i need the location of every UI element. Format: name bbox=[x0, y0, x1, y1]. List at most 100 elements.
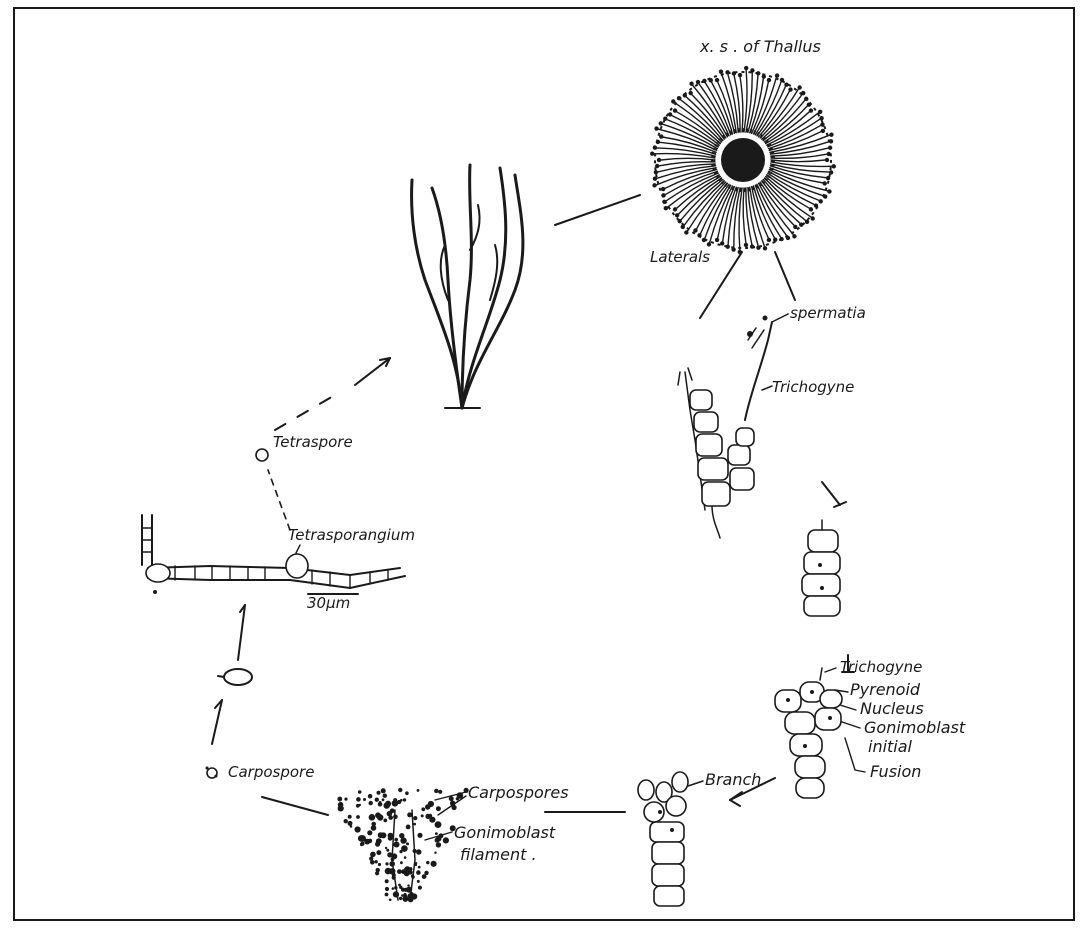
filament-tip bbox=[820, 122, 824, 126]
carpospore-dot bbox=[413, 816, 417, 820]
carpospore-dot bbox=[371, 822, 376, 827]
lateral-filament bbox=[769, 171, 824, 195]
filament-tip bbox=[677, 219, 681, 223]
filament-tip bbox=[750, 244, 754, 248]
filament-tip bbox=[797, 85, 801, 89]
filament-tip bbox=[715, 238, 719, 242]
filament-tip bbox=[827, 189, 831, 193]
filament-tip bbox=[756, 71, 760, 75]
filament-tip bbox=[756, 245, 760, 249]
lateral-filament bbox=[663, 124, 718, 148]
filament-tip bbox=[807, 103, 811, 107]
thallus-drawing bbox=[412, 165, 523, 408]
carpospore-dot bbox=[392, 887, 395, 890]
filament-tip bbox=[821, 129, 825, 133]
carpospore-dot bbox=[438, 790, 442, 794]
carpospore-dot bbox=[369, 814, 376, 821]
filament-tip bbox=[732, 71, 736, 75]
carpospore-dot bbox=[412, 895, 415, 898]
filament-tip bbox=[726, 244, 730, 248]
filament-tip bbox=[823, 181, 827, 185]
thallus-cross-section bbox=[650, 66, 836, 254]
label-trichogyne-lower: Trichogyne bbox=[840, 658, 922, 676]
carpospore-dot bbox=[421, 807, 425, 811]
filament-tip bbox=[655, 164, 659, 168]
arrow-carpospore-up bbox=[212, 700, 222, 744]
filament-tip bbox=[725, 70, 729, 74]
carpospore-dot bbox=[435, 832, 438, 835]
label-gonimoblast-initial-2: initial bbox=[868, 737, 913, 756]
carpospore-dot bbox=[434, 852, 436, 854]
filament-tip bbox=[786, 236, 790, 240]
carpospore-dot bbox=[406, 825, 411, 830]
filament-tip bbox=[804, 97, 808, 101]
carpospore-dot bbox=[370, 852, 376, 858]
carpospore-dot bbox=[385, 862, 388, 865]
label-spermatia: spermatia bbox=[790, 304, 866, 322]
carpospore-dot bbox=[383, 819, 387, 823]
filament-tip bbox=[767, 78, 771, 82]
filament-tip bbox=[702, 238, 706, 242]
carpospore-dot bbox=[435, 821, 442, 828]
carpospore-dot bbox=[401, 894, 404, 897]
label-trichogyne-top: Trichogyne bbox=[772, 378, 854, 396]
carpospore-dot bbox=[416, 870, 421, 875]
filament-tip bbox=[799, 222, 803, 226]
carpospore bbox=[206, 767, 218, 779]
carpospore-dot bbox=[404, 856, 407, 859]
filament-tip bbox=[832, 164, 836, 168]
carpospore-dot bbox=[435, 839, 438, 842]
carpospore-dot bbox=[368, 794, 373, 799]
carpogonial-branch bbox=[678, 316, 772, 539]
filament-tip bbox=[784, 82, 788, 86]
label-gonimoblast-filament-1: Gonimoblast bbox=[454, 823, 556, 842]
label-pyrenoid: Pyrenoid bbox=[850, 680, 921, 699]
filament-tip bbox=[780, 78, 784, 82]
filament-tip bbox=[653, 177, 657, 181]
arrow-to-tetrasporophyte bbox=[238, 605, 245, 660]
filament-tip bbox=[801, 91, 805, 95]
carpospore-dot bbox=[436, 806, 441, 811]
filament-tip bbox=[773, 238, 777, 242]
carpospore-dot bbox=[434, 789, 438, 793]
filament-tip bbox=[684, 230, 688, 234]
filament-tip bbox=[668, 112, 672, 116]
filament-tip bbox=[809, 207, 813, 211]
carpospore-dot bbox=[405, 898, 408, 901]
label-laterals: Laterals bbox=[650, 248, 710, 266]
filament-tip bbox=[661, 193, 665, 197]
carpospore-dot bbox=[401, 845, 408, 852]
label-gonimoblast-initial-1: Gonimoblast bbox=[864, 718, 966, 737]
carpospore-dot bbox=[385, 879, 389, 883]
carpospore-dot bbox=[397, 869, 402, 874]
filament-tip bbox=[720, 241, 724, 245]
filament-tip bbox=[775, 73, 779, 77]
carpospore-dot bbox=[398, 788, 402, 792]
filament-tip bbox=[818, 110, 822, 114]
filament-tip bbox=[779, 237, 783, 241]
filament-tip bbox=[657, 158, 661, 162]
carpospore-dot bbox=[356, 804, 360, 808]
carpospore-dot bbox=[417, 880, 420, 883]
label-carpospore: Carpospore bbox=[228, 763, 314, 781]
lateral-filament bbox=[755, 82, 781, 135]
label-carpospores: Carpospores bbox=[468, 783, 569, 802]
carpospore-dot bbox=[348, 815, 352, 819]
carpospore-dot bbox=[388, 813, 391, 816]
filament-tip bbox=[656, 140, 660, 144]
filament-tip bbox=[673, 108, 677, 112]
carpospore-dot bbox=[405, 791, 409, 795]
filament-tip bbox=[793, 225, 797, 229]
filament-tip bbox=[829, 139, 833, 143]
carpospore-dot bbox=[350, 825, 353, 828]
carpospore-dot bbox=[426, 861, 429, 864]
carpospore-dot bbox=[399, 897, 402, 900]
lateral-filament bbox=[661, 158, 715, 160]
lateral-filament bbox=[744, 70, 747, 132]
carpospore-dot bbox=[344, 798, 347, 801]
carpospore-dot bbox=[383, 794, 387, 798]
carpospore-dot bbox=[394, 838, 398, 842]
carpospore-dot bbox=[377, 814, 383, 820]
branch-stage bbox=[638, 772, 688, 906]
filament-tip bbox=[829, 132, 833, 136]
